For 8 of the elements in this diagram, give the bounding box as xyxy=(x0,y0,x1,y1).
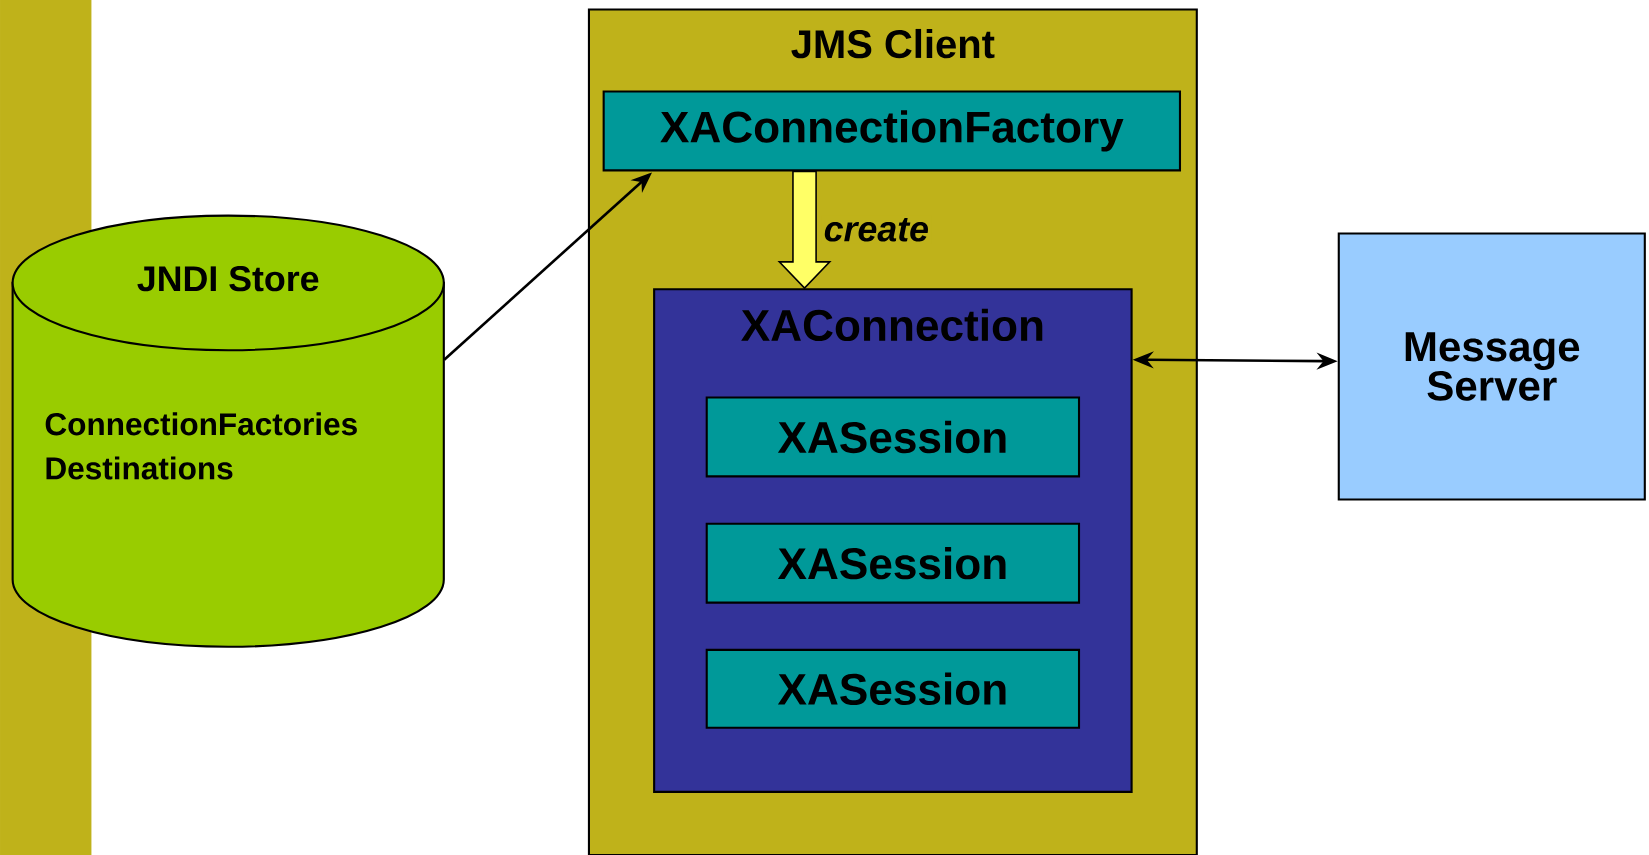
component-box: XASession xyxy=(705,522,1081,604)
edge-label: create xyxy=(821,215,932,244)
database-cylinder: JNDI Store ConnectionFactories Destinations xyxy=(11,214,445,648)
component-box: Message Server xyxy=(1337,232,1646,501)
component-box: XASession xyxy=(705,396,1081,478)
arrow xyxy=(777,170,832,290)
component-box: XAConnectionFactory xyxy=(602,90,1181,172)
component-box: XASession xyxy=(705,648,1081,729)
